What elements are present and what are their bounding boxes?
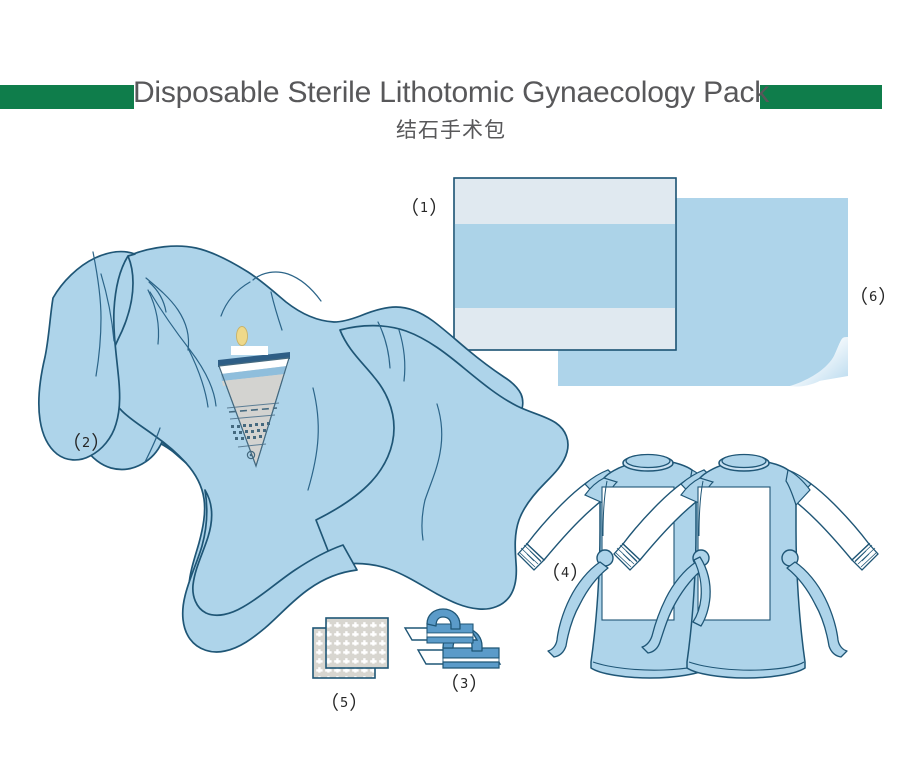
- item-6-wrapping-sheet: [558, 198, 848, 387]
- surgical-gown-right: [613, 453, 879, 679]
- item-2-lithotomy-drape: [37, 245, 569, 653]
- page-title-english: Disposable Sterile Lithotomic Gynaecolog…: [132, 76, 770, 109]
- item-label-5: （5）: [320, 694, 368, 713]
- item-label-3-open-paren: （: [440, 673, 460, 695]
- drape-yellow-tab: [236, 326, 248, 346]
- item-label-4: （4）: [541, 564, 589, 583]
- item-label-5-close-paren: ）: [349, 692, 369, 714]
- drape-adhesive-strip: [231, 346, 268, 355]
- item-label-2-open-paren: （: [62, 432, 82, 454]
- header-accent-bar-right: [760, 85, 882, 109]
- item-label-2-close-paren: ）: [91, 432, 111, 454]
- item-label-1: （1）: [400, 199, 448, 218]
- item-label-3-number: 3: [460, 677, 469, 692]
- page-header: Disposable Sterile Lithotomic Gynaecolog…: [0, 76, 902, 146]
- item-label-1-number: 1: [420, 201, 429, 216]
- item-label-6-number: 6: [869, 290, 878, 305]
- item-5-hand-towels: [312, 617, 389, 679]
- item-3-folded-sheets: [403, 608, 502, 669]
- item-label-6: （6）: [849, 288, 897, 307]
- item-label-1-close-paren: ）: [429, 197, 449, 219]
- item-label-1-open-paren: （: [400, 197, 420, 219]
- item-label-4-close-paren: ）: [570, 562, 590, 584]
- item-label-4-open-paren: （: [541, 562, 561, 584]
- item-label-5-open-paren: （: [320, 692, 340, 714]
- item-label-6-close-paren: ）: [878, 286, 898, 308]
- item-label-3: （3）: [440, 675, 488, 694]
- item-label-5-number: 5: [340, 696, 349, 711]
- item-label-6-open-paren: （: [849, 286, 869, 308]
- item-label-2: （2）: [62, 434, 110, 453]
- item-label-3-close-paren: ）: [469, 673, 489, 695]
- gown-tie-crossing: [692, 556, 711, 627]
- item-label-4-number: 4: [561, 566, 570, 581]
- header-accent-bar-left: [0, 85, 134, 109]
- drape-fenestration-pouch: [218, 352, 290, 468]
- item-label-2-number: 2: [82, 436, 91, 451]
- page-title-chinese: 结石手术包: [396, 118, 506, 142]
- item-1-banded-drape-sheet: [453, 177, 677, 351]
